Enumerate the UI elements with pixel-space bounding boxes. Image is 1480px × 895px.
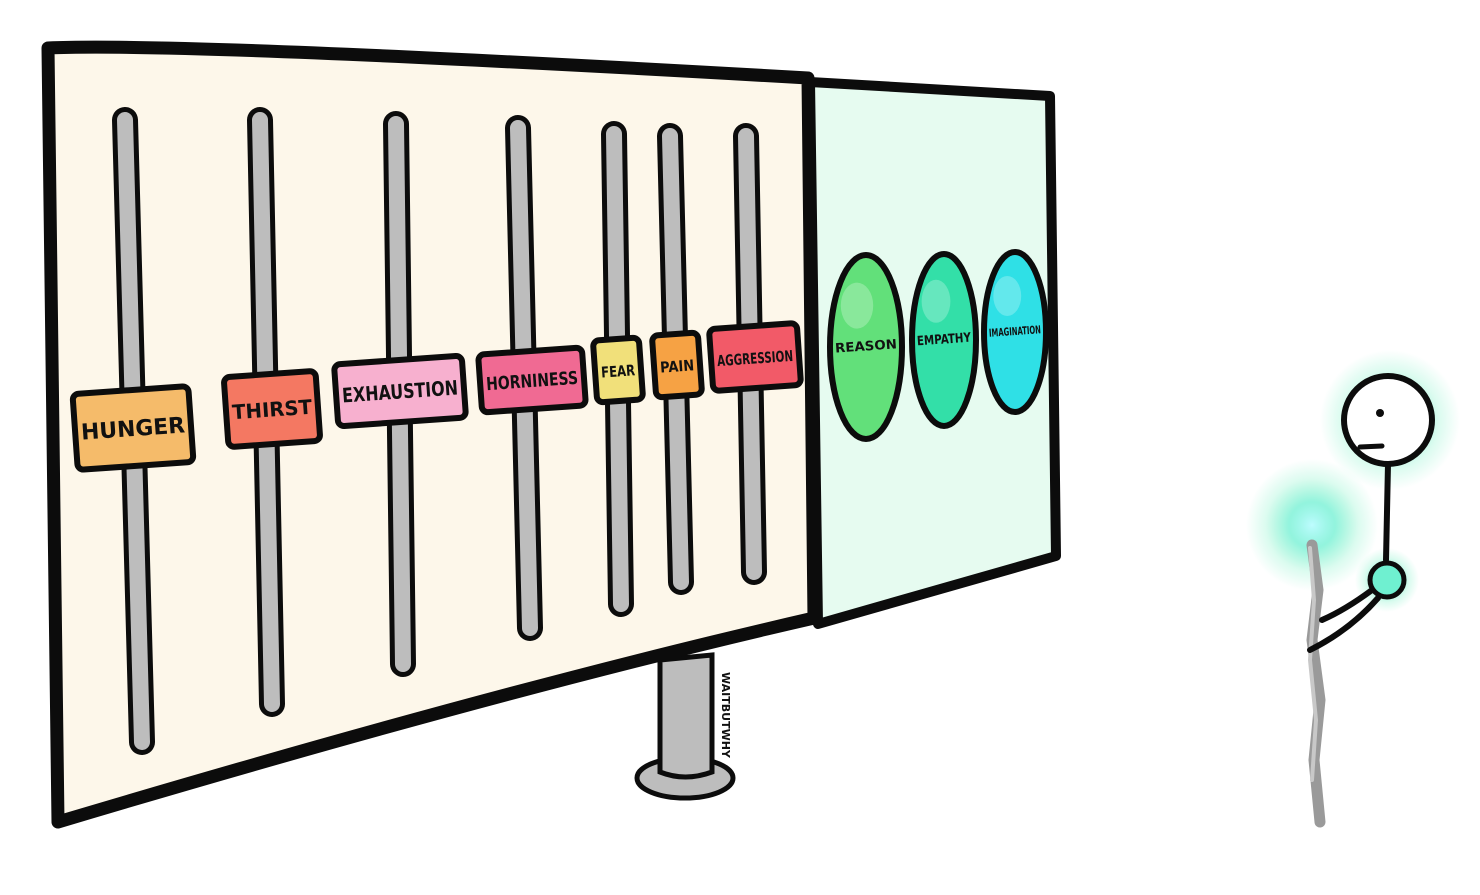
slider-handle[interactable]: HORNINESS — [475, 344, 589, 416]
knob-highlight — [840, 282, 874, 329]
slider-horniness[interactable]: HORNINESS — [475, 115, 589, 641]
staff — [1306, 539, 1326, 828]
slider-handle[interactable]: AGGRESSION — [706, 320, 804, 394]
knob-body — [909, 251, 979, 429]
mouth — [1357, 443, 1385, 450]
knob-highlight — [993, 276, 1022, 316]
knob-highlight — [921, 279, 951, 323]
slider-pain[interactable]: PAIN — [649, 123, 705, 595]
knob-imagination[interactable]: IMAGINATION — [981, 249, 1049, 415]
knob-label: REASON — [835, 337, 898, 356]
signature: WAITBUTWHY — [719, 672, 732, 759]
slider-exhaustion[interactable]: EXHAUSTION — [331, 111, 469, 677]
slider-label: THIRST — [231, 395, 313, 425]
knob-label: IMAGINATION — [989, 323, 1042, 340]
knob-body — [981, 249, 1049, 415]
knob-body — [827, 252, 905, 442]
knob-group: REASON EMPATHY IMAGINATION — [827, 249, 1049, 442]
slider-aggression[interactable]: AGGRESSION — [706, 123, 804, 585]
stick-figure — [1246, 350, 1460, 828]
slider-handle-box — [69, 383, 197, 473]
slider-label: PAIN — [660, 356, 695, 376]
slider-label: FEAR — [601, 361, 637, 381]
slider-handle-box — [221, 368, 323, 450]
slider-handle[interactable]: HUNGER — [69, 383, 197, 473]
slider-handle-box — [331, 353, 469, 429]
knob-empathy[interactable]: EMPATHY — [909, 251, 979, 429]
slider-hunger[interactable]: HUNGER — [69, 107, 197, 755]
slider-label: AGGRESSION — [717, 347, 794, 370]
stand: WAITBUTWHY — [634, 652, 736, 801]
hand-orb — [1367, 560, 1407, 600]
slider-handle-box — [649, 329, 705, 401]
head — [1341, 373, 1435, 467]
slider-handle-box — [706, 320, 804, 394]
slider-handle[interactable]: THIRST — [221, 368, 323, 450]
slider-handle-box — [475, 344, 589, 416]
staff-orb-glow — [1246, 459, 1378, 591]
slider-handle[interactable]: FEAR — [590, 334, 646, 406]
body — [1383, 461, 1391, 563]
slider-handle[interactable]: PAIN — [649, 329, 705, 401]
arm — [1319, 587, 1375, 623]
slider-handle[interactable]: EXHAUSTION — [331, 353, 469, 429]
slider-thirst[interactable]: THIRST — [221, 107, 323, 717]
slider-handle-box — [590, 334, 646, 406]
knob-label: EMPATHY — [917, 331, 972, 350]
eye — [1376, 409, 1384, 417]
slider-fear[interactable]: FEAR — [590, 121, 646, 617]
knob-reason[interactable]: REASON — [827, 252, 905, 442]
